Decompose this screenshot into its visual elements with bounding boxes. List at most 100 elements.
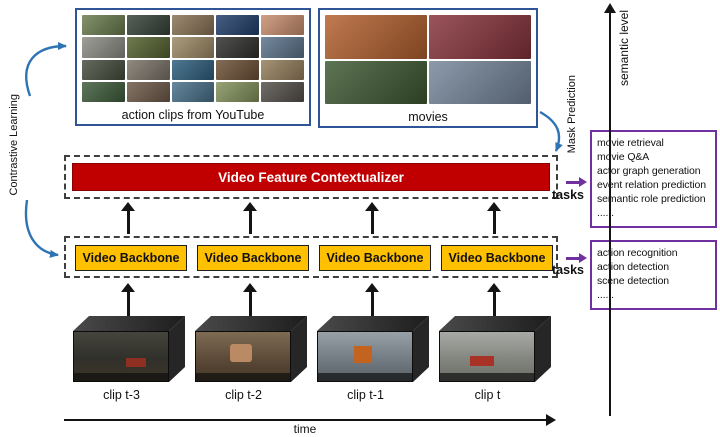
clip-label-t-1: clip t-1 [347,388,384,402]
task-item: event relation prediction [597,178,706,191]
youtube-clips-panel: action clips from YouTube [75,8,311,126]
arrow-stem [566,257,581,260]
video-thumbnail [171,81,215,102]
arrow-stem [127,291,130,316]
task-item: ...... [597,288,614,301]
video-thumbnail [126,15,170,36]
arrowhead [487,202,501,211]
video-clip-cuboid-1 [73,316,185,382]
up-arrow [364,283,380,316]
video-clip-cuboid-2 [195,316,307,382]
cuboid-front-frame [195,331,291,382]
video-backbone-box-2: Video Backbone [197,245,309,271]
arrowhead [487,283,501,292]
video-backbone-box-4: Video Backbone [441,245,553,271]
up-arrow [364,202,380,234]
arrow-stem [371,210,374,234]
video-thumbnail [82,15,125,36]
time-label: time [293,422,317,436]
arrow-stem [371,291,374,316]
contextualizer-dashed-container: Video Feature Contextualizer [64,155,558,199]
video-thumbnail [126,59,170,80]
arrowhead [579,253,587,263]
time-axis-arrowhead [546,413,556,426]
video-thumbnail [261,81,304,102]
video-thumbnail [261,59,304,80]
cuboid-front-frame [439,331,535,382]
semantic-level-axis [609,12,612,416]
up-arrow [120,202,136,234]
video-thumbnail [216,59,260,80]
tasks-arrow-high [566,177,588,188]
task-item: actor graph generation [597,164,701,177]
video-thumbnail [126,81,170,102]
video-thumbnail [171,37,215,58]
movies-panel-label: movies [408,110,448,124]
arrowhead [579,177,587,187]
cuboid-side-face [413,316,429,382]
video-thumbnail [325,60,427,104]
video-thumbnail [216,15,260,36]
arrow-stem [127,210,130,234]
video-thumbnail [171,15,215,36]
cuboid-side-face [169,316,185,382]
video-thumbnail [429,15,531,59]
video-thumbnail [261,15,304,36]
task-item: scene detection [597,274,670,287]
contrastive-learning-label: Contrastive Learning [8,94,20,196]
clip-label-t-2: clip t-2 [225,388,262,402]
contrastive-to-youtube-arrow [25,42,67,97]
cuboid-front-frame [73,331,169,382]
video-thumbnail [325,15,427,59]
video-thumbnail [429,60,531,104]
up-arrow [120,283,136,316]
up-arrow [486,283,502,316]
task-item: action detection [597,260,669,273]
youtube-thumbnail-grid [82,15,304,102]
task-item: ...... [597,206,614,219]
video-thumbnail [126,37,170,58]
video-backbone-box-1: Video Backbone [75,245,187,271]
tasks-arrow-low [566,253,588,264]
arrow-stem [493,291,496,316]
clip-label-t-3: clip t-3 [103,388,140,402]
arrow-stem [249,291,252,316]
arrow-stem [566,181,581,184]
cuboid-top-face [317,316,429,331]
backbone-dashed-container: Video Backbone Video Backbone Video Back… [64,236,558,278]
video-thumbnail [82,59,125,80]
video-thumbnail [82,81,125,102]
mask-prediction-label: Mask Prediction [566,75,578,154]
task-item: semantic role prediction [597,192,706,205]
video-thumbnail [82,37,125,58]
arrowhead [243,202,257,211]
arrowhead [121,202,135,211]
cuboid-side-face [291,316,307,382]
arrow-stem [493,210,496,234]
up-arrow [242,283,258,316]
cuboid-top-face [73,316,185,331]
time-axis [64,419,550,422]
arrowhead [365,283,379,292]
cuboid-side-face [535,316,551,382]
up-arrow [486,202,502,234]
video-feature-contextualizer-box: Video Feature Contextualizer [72,163,550,191]
movies-thumbnail-grid [325,15,531,104]
cuboid-front-frame [317,331,413,382]
mask-prediction-arrow [539,110,563,152]
video-backbone-box-3: Video Backbone [319,245,431,271]
semantic-level-label: semantic level [617,10,631,87]
video-thumbnail [216,81,260,102]
movies-panel: movies [318,8,538,128]
video-clip-cuboid-3 [317,316,429,382]
video-thumbnail [171,59,215,80]
video-clip-cuboid-4 [439,316,551,382]
tasks-label-high: tasks [552,188,584,202]
video-thumbnail [216,37,260,58]
video-thumbnail [261,37,304,58]
cuboid-top-face [195,316,307,331]
contrastive-to-backbone-arrow [24,199,59,258]
task-item: action recognition [597,247,678,259]
cuboid-top-face [439,316,551,331]
